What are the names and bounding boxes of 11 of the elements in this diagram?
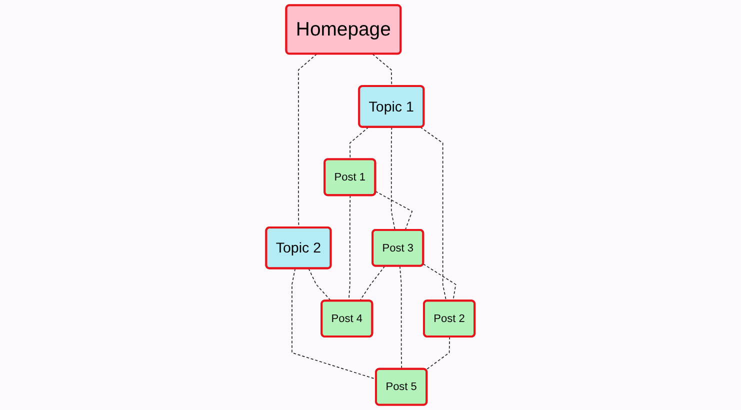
connector	[375, 190, 413, 231]
connector	[359, 266, 386, 302]
connector	[420, 126, 447, 302]
connector	[350, 126, 370, 160]
connector	[292, 268, 377, 380]
connector	[391, 126, 396, 231]
connector	[372, 54, 392, 87]
connector	[308, 268, 332, 302]
connector	[400, 266, 402, 370]
connector	[426, 336, 450, 370]
connector	[422, 264, 456, 302]
